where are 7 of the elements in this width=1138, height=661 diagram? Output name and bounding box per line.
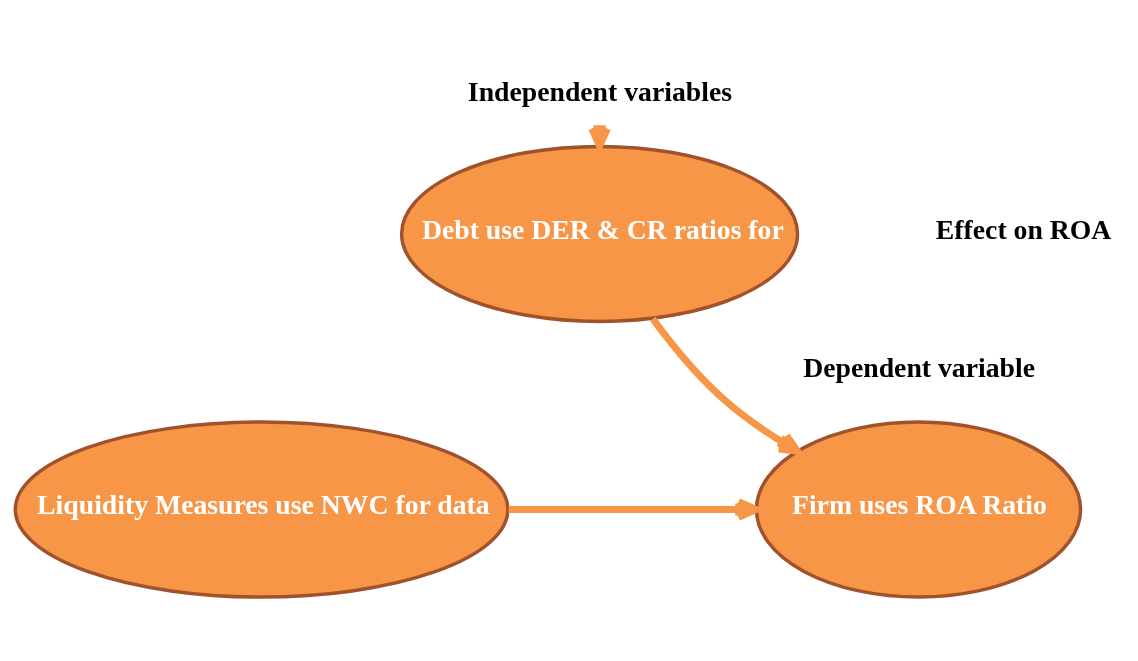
arrow — [650, 316, 802, 455]
node-ellipse: Debt use DER & CR ratios for — [399, 144, 800, 323]
node-label: Dependent variable — [803, 351, 1036, 383]
node-ellipse: Liquidity Measures use NWC for data — [13, 419, 510, 599]
label: Effect on ROA — [935, 213, 1112, 245]
node-text: Independent variables — [467, 75, 732, 107]
node-ellipse: Firm uses ROA Ratio — [754, 419, 1083, 599]
